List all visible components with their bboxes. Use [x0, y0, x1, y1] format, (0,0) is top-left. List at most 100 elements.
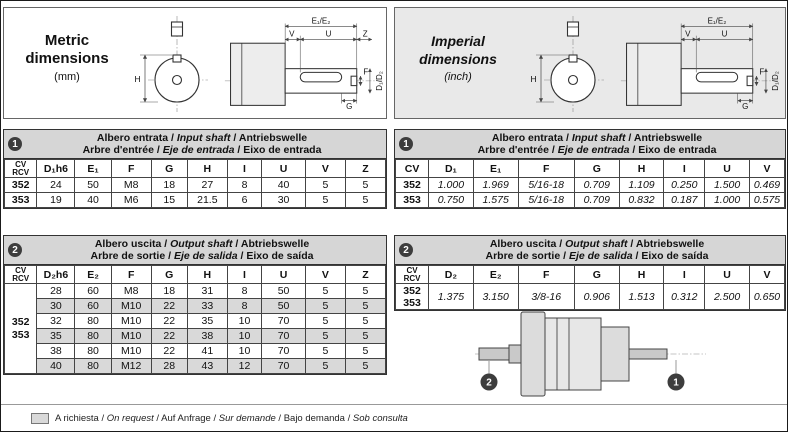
- text-part: Sob consulta: [352, 413, 408, 424]
- badge-2: 2: [399, 243, 413, 257]
- on-request-note: A richiesta / On request / Auf Anfrage /…: [55, 413, 408, 424]
- column-header: Z: [344, 265, 387, 284]
- input-shaft: [628, 348, 668, 360]
- dim-label-h: H: [531, 74, 537, 84]
- column-header: G: [150, 159, 188, 178]
- table-cell: 5: [304, 298, 346, 314]
- table-cell: 5: [344, 298, 387, 314]
- table-cell: 352: [3, 177, 38, 193]
- column-header: F: [517, 159, 575, 178]
- column-header: CV: [394, 159, 430, 178]
- table-cell: 24: [36, 177, 76, 193]
- table-title-bar: 2 Albero uscita / Output shaft / Abtrieb…: [395, 236, 785, 265]
- imperial-panel-label: Imperial dimensions (inch): [399, 32, 517, 83]
- table-cell: 19: [36, 192, 76, 208]
- column-header: H: [618, 159, 665, 178]
- table-cell: 0.709: [573, 177, 620, 193]
- table-cell: 5: [304, 192, 346, 208]
- dim-label-v: V: [289, 30, 295, 39]
- column-header: I: [663, 159, 706, 178]
- text-part: Albero uscita: [94, 237, 162, 250]
- text-part: /: [548, 144, 558, 156]
- keyway-slot: [299, 71, 343, 83]
- table-cell: 80: [74, 343, 112, 359]
- column-header: U: [704, 159, 750, 178]
- table-cell: M12: [110, 358, 152, 374]
- keyway-slot: [695, 71, 739, 83]
- table-cell: 10: [226, 328, 263, 344]
- table-cell: 38: [36, 343, 76, 359]
- table-cell: 8: [226, 177, 263, 193]
- table-title-bar: 2 Albero uscita / Output shaft / Abtrieb…: [4, 236, 386, 265]
- table-cell: 43: [186, 358, 228, 374]
- text-part: Eixo de entrada: [243, 144, 322, 156]
- table-title: Albero entrata / Input shaft / Antriebsw…: [22, 132, 382, 157]
- text-part: On request: [106, 413, 154, 424]
- table-cell: 18: [150, 283, 188, 299]
- text-part: /: [275, 413, 284, 424]
- table-cell: 5: [304, 358, 346, 374]
- text-part: Eje de salida: [568, 250, 633, 262]
- text-part: Arbre de sortie: [485, 250, 561, 262]
- table-cell: 60: [74, 298, 112, 314]
- table-cell: M10: [110, 313, 152, 329]
- table-cell: 18: [150, 177, 188, 193]
- text-part: /: [560, 250, 569, 262]
- text-part: /: [344, 413, 353, 424]
- table-cell: 10: [226, 313, 263, 329]
- table-cell: 2.500: [704, 283, 750, 310]
- table-cell: 0.250: [663, 177, 706, 193]
- dim-label-z: Z: [363, 30, 368, 39]
- output-shaft: [478, 347, 510, 361]
- table-cell: 38: [186, 328, 228, 344]
- table-title-line2: Arbre de sortie / Eje de salida / Eixo d…: [413, 250, 781, 263]
- table-cell: 1.000: [428, 177, 474, 193]
- column-header: E₁: [472, 159, 519, 178]
- dim-label-h: H: [135, 74, 141, 84]
- column-header: E₂: [74, 265, 112, 284]
- table-cell: 8: [226, 298, 263, 314]
- text-part: Eje de entrada: [162, 144, 235, 156]
- gearbox-housing: [544, 317, 602, 391]
- table-cell: 70: [261, 313, 306, 329]
- table-cell: M10: [110, 328, 152, 344]
- dim-label-d1d2: D₁/D₂: [771, 71, 780, 91]
- dim-label-e1e2: E₁/E₂: [708, 16, 727, 25]
- column-header: G: [150, 265, 188, 284]
- text-part: /: [234, 144, 244, 156]
- dim-label-f: F: [759, 67, 764, 76]
- badge-2: 2: [8, 243, 22, 257]
- table-cell: 1.375: [428, 283, 474, 310]
- text-part: Antriebswelle: [633, 131, 703, 144]
- shaft-collar: [508, 344, 522, 364]
- table-cell: M10: [110, 343, 152, 359]
- text-part: Input shaft: [176, 131, 231, 144]
- table-cell: 5: [344, 192, 387, 208]
- text-part: /: [165, 250, 174, 262]
- badge-1: 1: [8, 137, 22, 151]
- table-cell: 1.575: [472, 192, 519, 208]
- table-title-bar: 1 Albero entrata / Input shaft / Antrieb…: [4, 130, 386, 159]
- table-cell: 0.832: [618, 192, 665, 208]
- imperial-dimensions-panel: Imperial dimensions (inch) H: [394, 7, 786, 119]
- table-cell: 0.709: [573, 192, 620, 208]
- text-part: Auf Anfrage: [161, 413, 211, 424]
- table-cell: 5: [344, 328, 387, 344]
- column-header: D₁h6: [36, 159, 76, 178]
- table-cell: 10: [226, 343, 263, 359]
- text-part: Arbre d'entrée: [82, 144, 154, 156]
- text-part: Eixo de saída: [246, 250, 314, 262]
